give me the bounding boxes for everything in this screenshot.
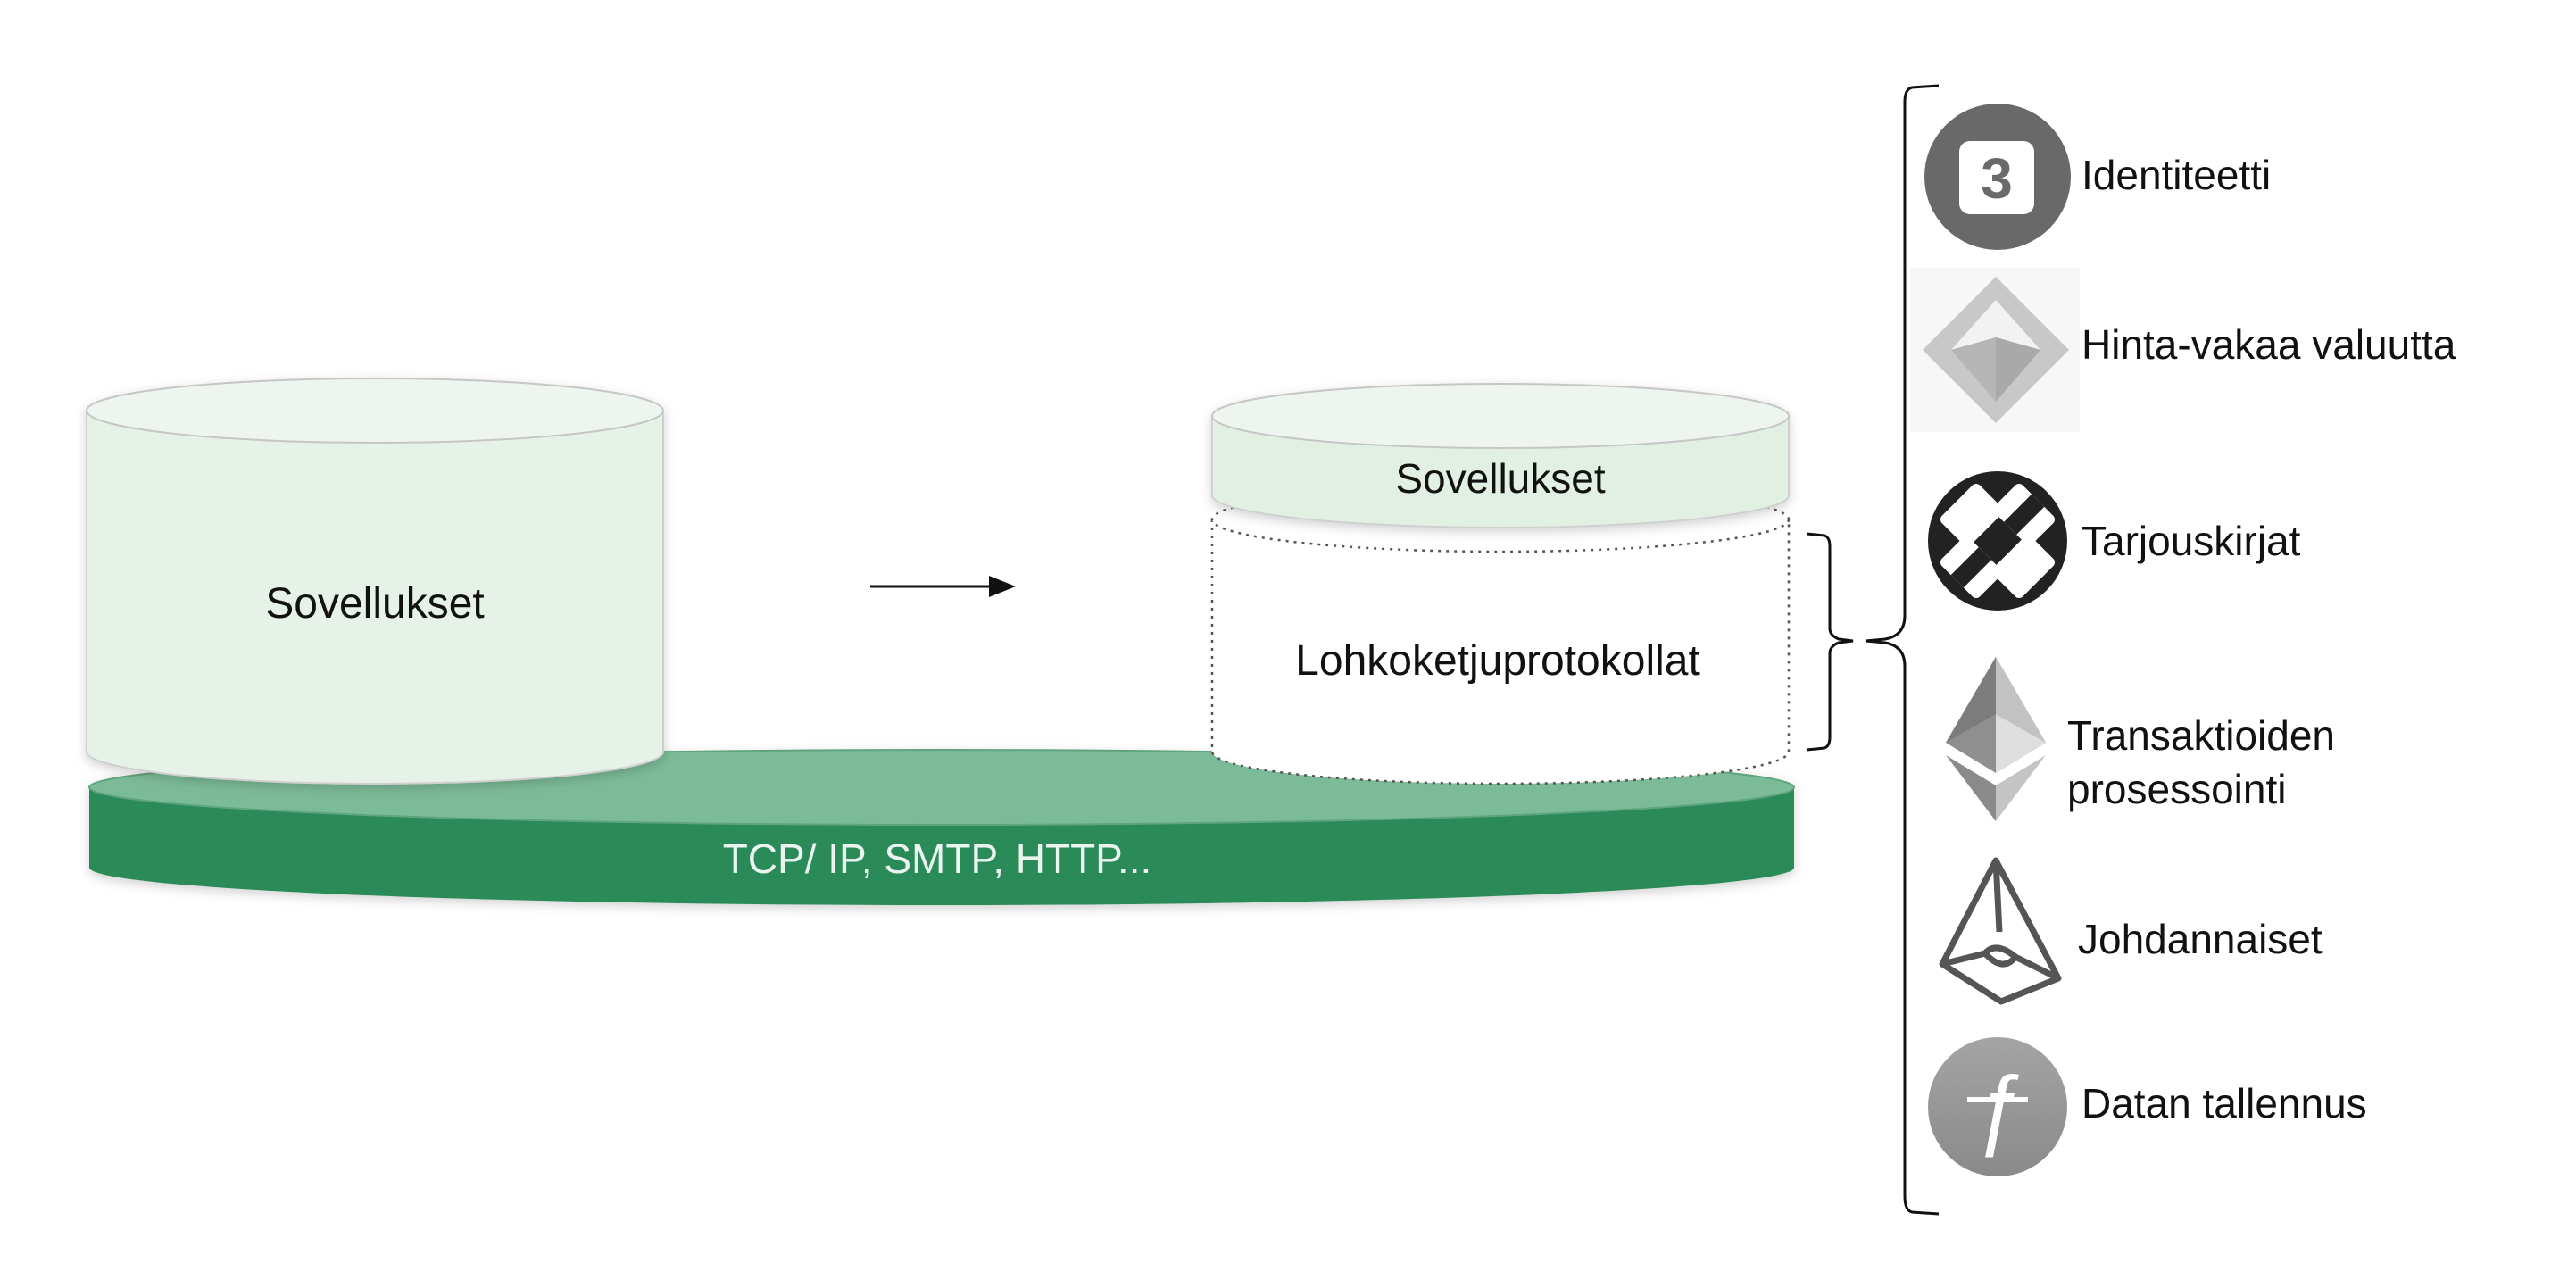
svg-text:3: 3: [1981, 146, 2013, 211]
uport-3-icon: 3: [1924, 104, 2071, 250]
base-layer-label: TCP/ IP, SMTP, HTTP...: [723, 835, 1152, 882]
example-label-storage: Datan tallennus: [2082, 1080, 2367, 1126]
example-label-stablecoin: Hinta-vakaa valuutta: [2082, 321, 2456, 368]
left-apps-cylinder: [86, 378, 664, 785]
right-apps-cylinder: [1211, 383, 1790, 528]
example-label-transactions-line1: Transaktioiden: [2067, 712, 2335, 759]
example-label-derivatives: Johdannaiset: [2078, 916, 2323, 962]
right-protocols-cylinder: [1210, 486, 1791, 785]
example-label-identity: Identiteetti: [2082, 152, 2271, 198]
protocols-label: Lohkoketjuprotokollat: [1295, 637, 1700, 685]
right-apps-label: Sovellukset: [1395, 455, 1605, 502]
protocols-cylinder-body: [1210, 519, 1791, 785]
right-apps-top: [1211, 383, 1790, 449]
left-apps-label: Sovellukset: [265, 580, 484, 628]
protocols-bracket: [1806, 532, 1854, 752]
filecoin-icon: ƒ: [1928, 1037, 2067, 1176]
augur-triangle-icon: [1939, 857, 2062, 1005]
examples-bracket: [1865, 84, 1940, 1216]
ethereum-icon: [1946, 657, 2046, 821]
left-cylinder-top: [86, 378, 664, 444]
svg-text:ƒ: ƒ: [1973, 1057, 2023, 1157]
transition-arrow: [870, 576, 1016, 597]
diamond-stablecoin-icon: [1910, 268, 2080, 432]
0x-exchange-icon: [1928, 471, 2067, 611]
example-label-transactions-line2: prosessointi: [2067, 766, 2286, 812]
left-cylinder-body: [86, 410, 664, 785]
example-label-orderbooks: Tarjouskirjat: [2082, 518, 2301, 564]
